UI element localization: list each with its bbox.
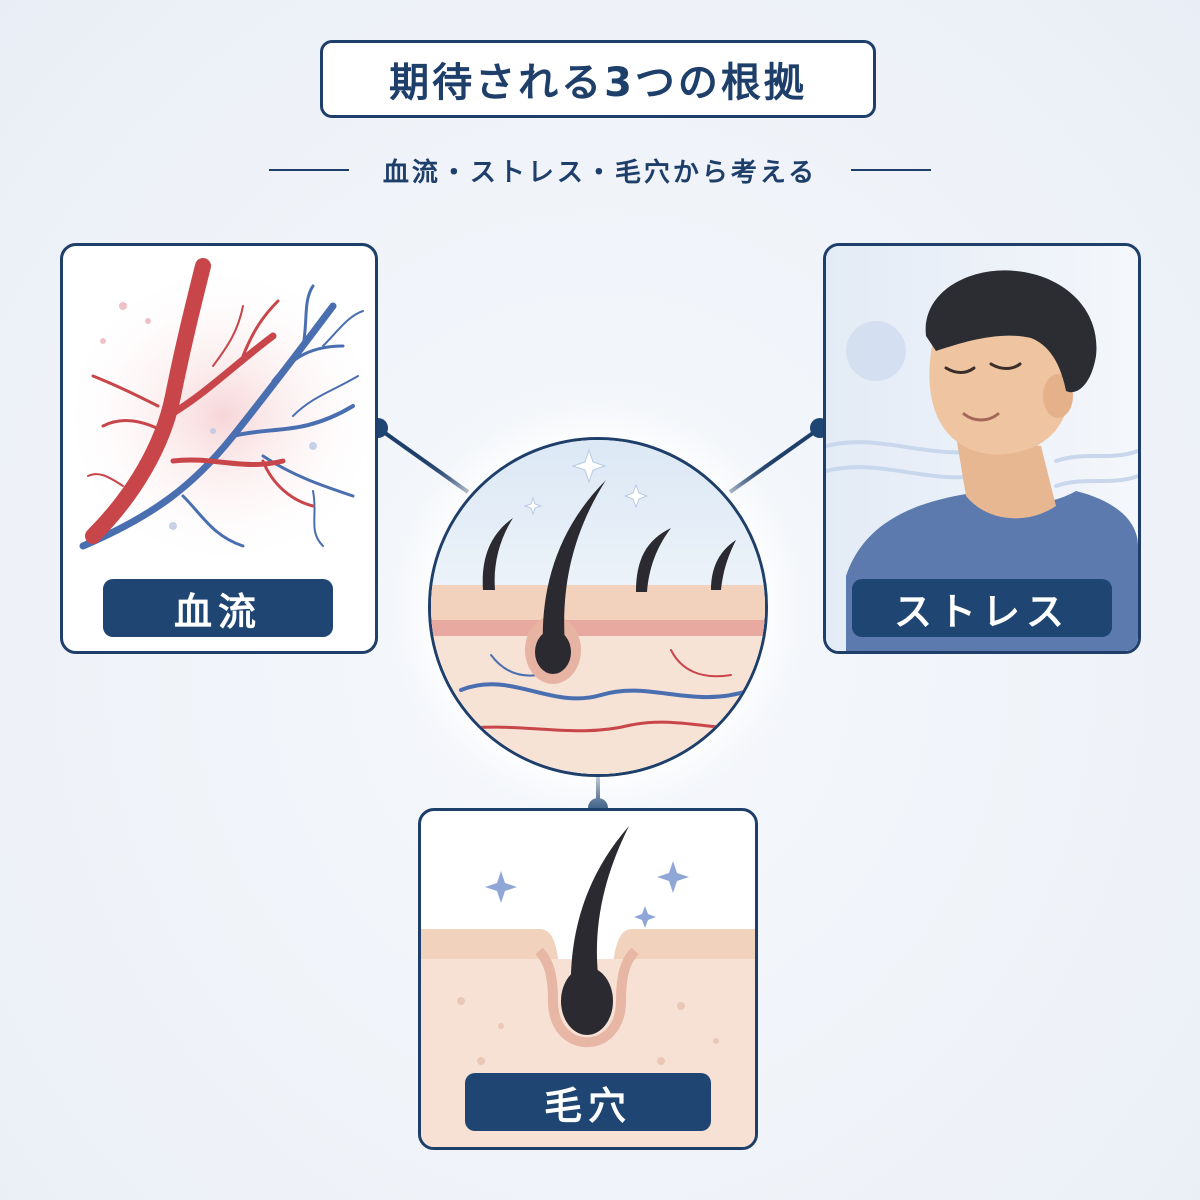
center-scalp-circle (428, 437, 768, 777)
card-label-blood: 血流 (103, 579, 333, 637)
card-pore: 毛穴 (418, 808, 758, 1150)
subtitle-row: 血流・ストレス・毛穴から考える (0, 148, 1200, 192)
subtitle-rule-left (268, 169, 349, 171)
card-label-stress: ストレス (852, 579, 1112, 637)
scalp-cross-section-icon (431, 440, 765, 774)
title-box: 期待される3つの根拠 (320, 40, 876, 118)
card-stress: ストレス (823, 243, 1141, 654)
card-label-pore: 毛穴 (465, 1073, 711, 1131)
subtitle-rule-right (851, 169, 932, 171)
subtitle: 血流・ストレス・毛穴から考える (382, 157, 818, 188)
page-title: 期待される3つの根拠 (389, 60, 807, 106)
blood-vessel-icon (73, 258, 373, 556)
card-blood-flow: 血流 (60, 243, 378, 654)
